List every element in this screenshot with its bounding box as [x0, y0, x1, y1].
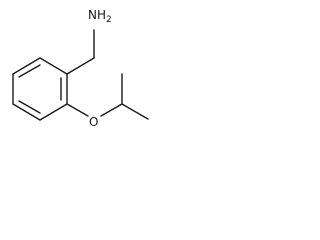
amine-hydrogen: H [97, 8, 106, 22]
ring-bond [39, 57, 68, 75]
oxygen-isopropyl-bond [100, 103, 123, 117]
isopropyl-methyl-bond [121, 103, 149, 120]
methylene-bond [66, 57, 95, 75]
ether-oxygen-label: O [89, 115, 98, 129]
ring-double-bond [18, 100, 41, 114]
ring-bond [39, 103, 68, 121]
amine-nitrogen: N [88, 8, 97, 22]
ring-bond [12, 103, 41, 121]
amine-hydrogen-count: 2 [106, 15, 112, 25]
benzene-ring [12, 57, 68, 121]
ring-double-bond [18, 64, 41, 78]
aryl-oxygen-bond [66, 103, 89, 117]
amine-label: NH2 [88, 8, 112, 25]
chemical-structure-diagram: NH2 O [12, 8, 149, 129]
ring-bond [12, 57, 41, 75]
